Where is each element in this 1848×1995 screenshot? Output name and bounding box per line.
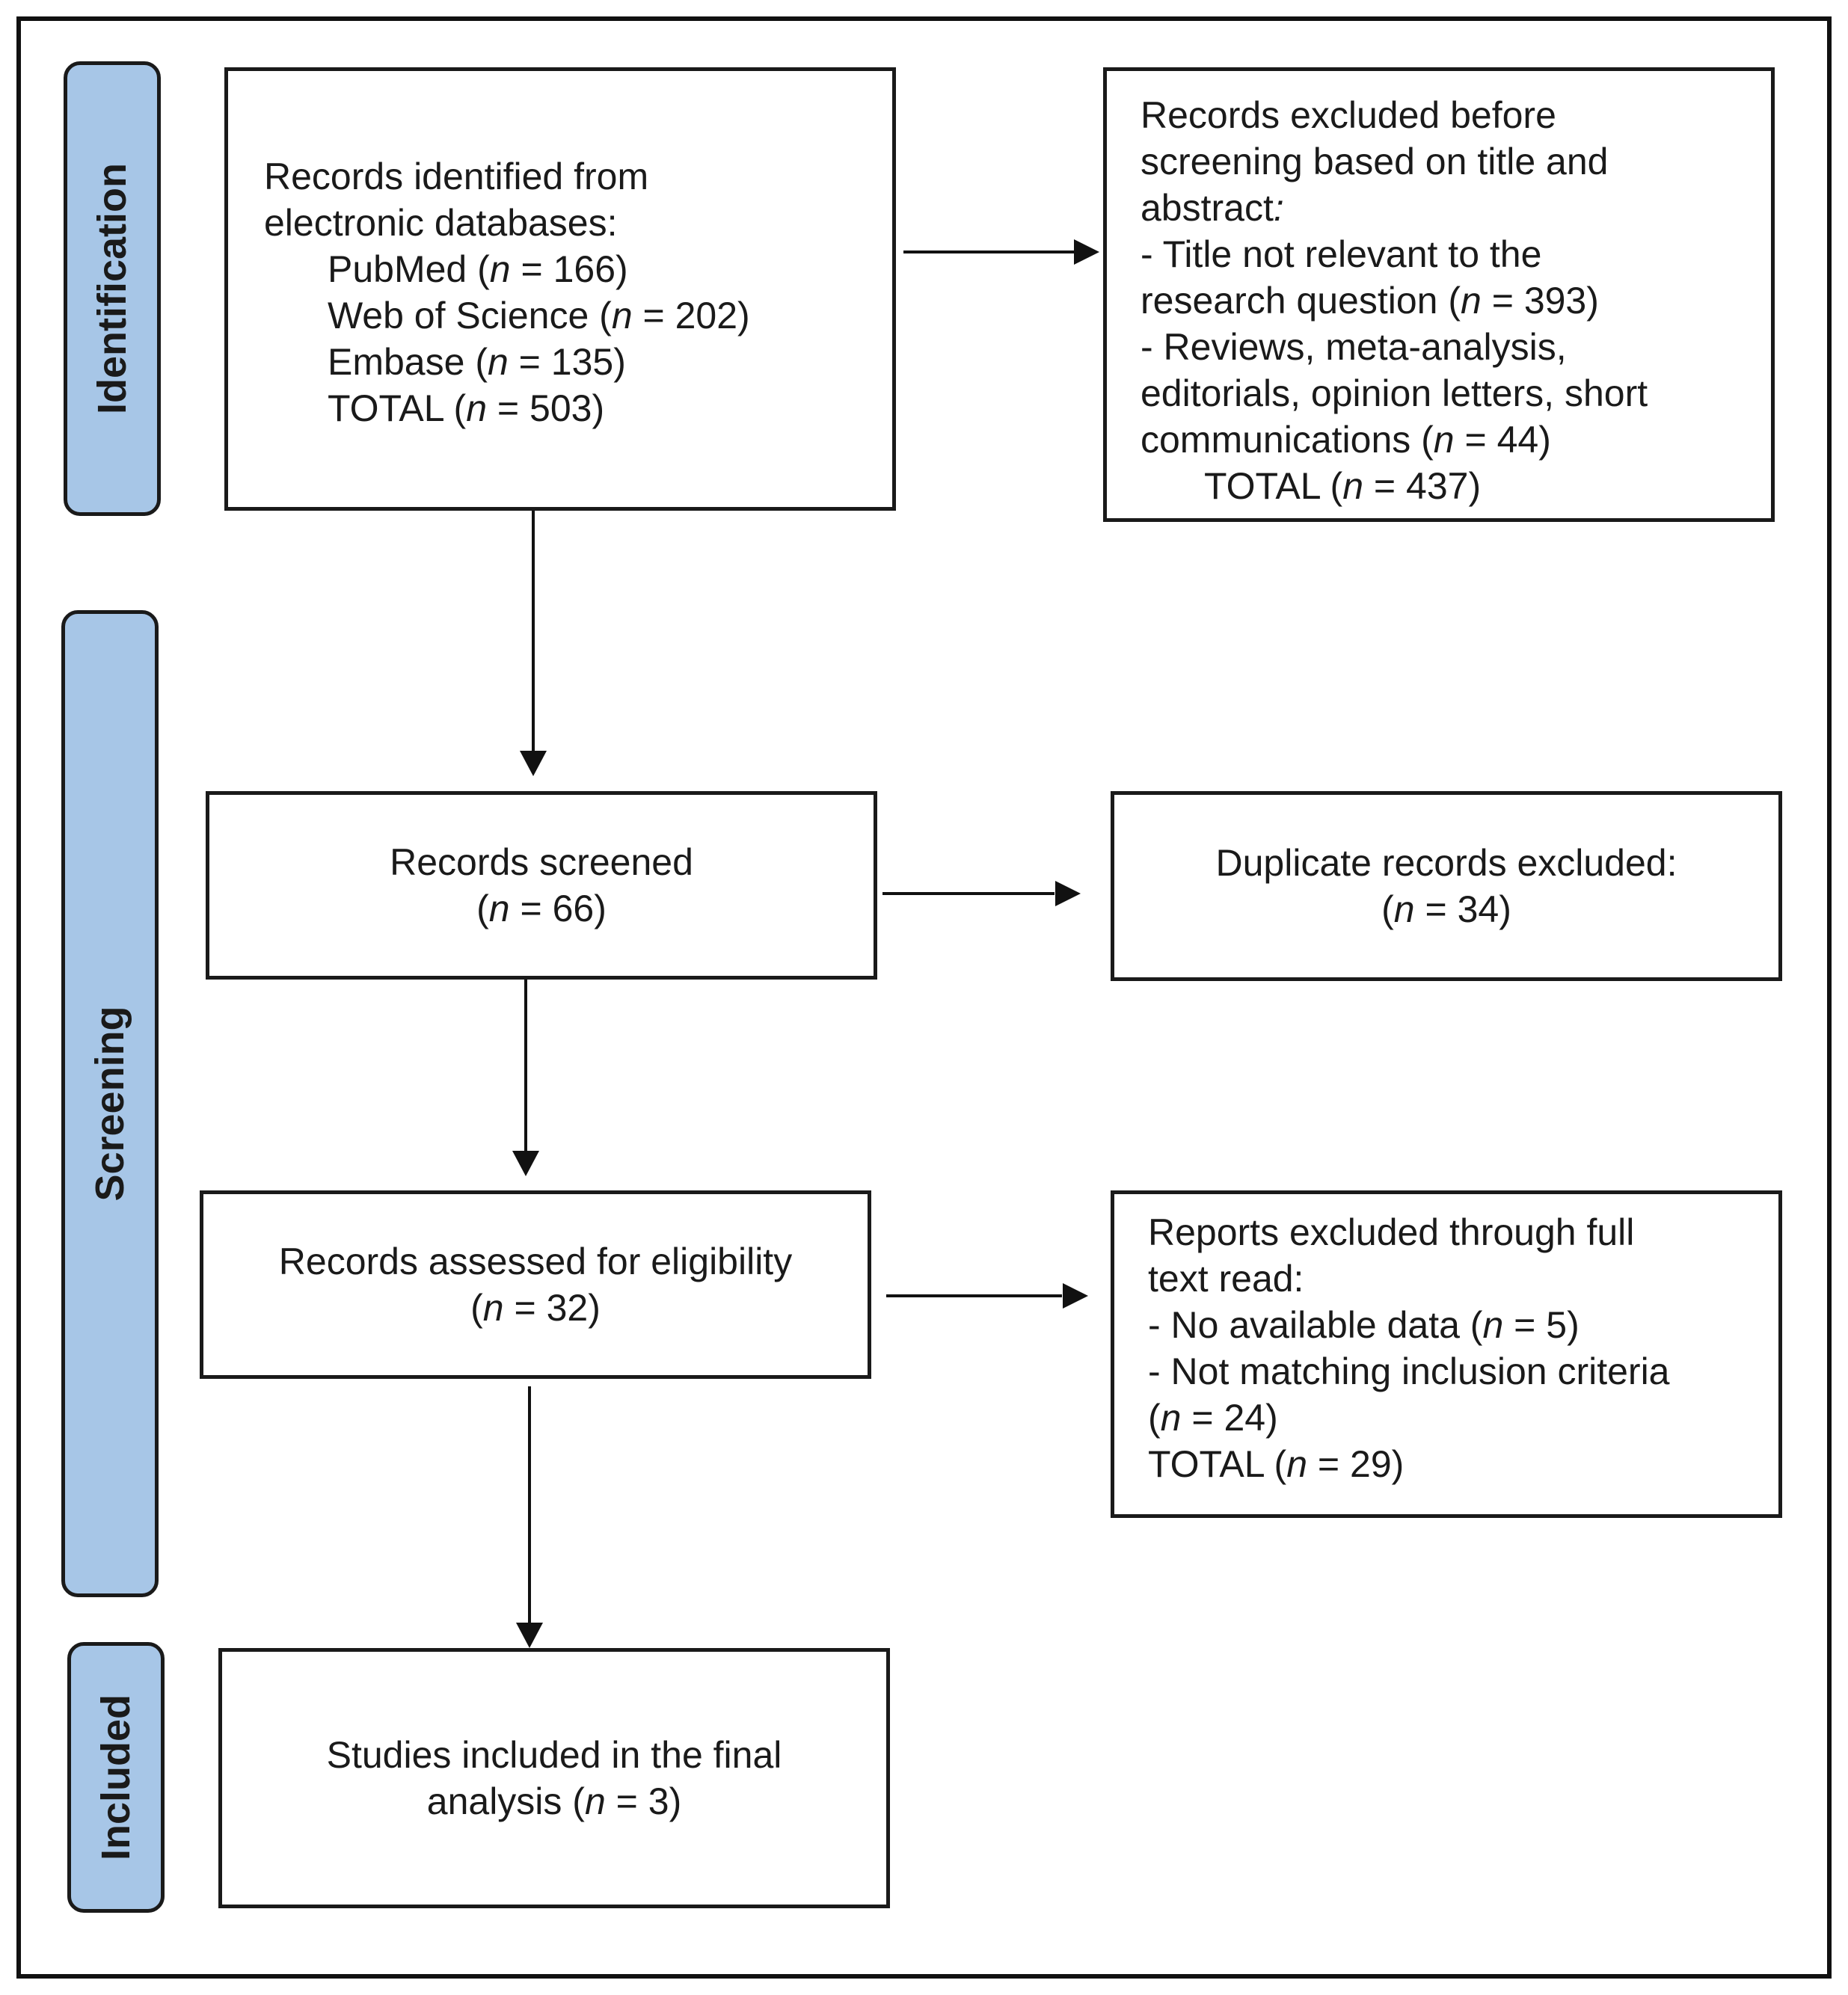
excluded-before-reason-2c: communications (n = 44) bbox=[1141, 419, 1551, 461]
excluded-before-reason-2a: - Reviews, meta-analysis, bbox=[1141, 326, 1567, 368]
excluded-before-line-1: Records excluded before bbox=[1141, 94, 1556, 136]
excluded-fulltext-box: Reports excluded through full text read:… bbox=[1111, 1190, 1782, 1518]
excluded-before-reason-1b: research question (n = 393) bbox=[1141, 280, 1599, 322]
arrowhead-2 bbox=[520, 751, 547, 776]
eligibility-label: Records assessed for eligibility bbox=[278, 1241, 793, 1282]
excluded-before-line-2: screening based on title and bbox=[1141, 141, 1609, 182]
identified-total: TOTAL (n = 503) bbox=[328, 387, 605, 429]
eligibility-count: (n = 32) bbox=[470, 1287, 601, 1329]
records-identified-box: Records identified from electronic datab… bbox=[224, 67, 896, 511]
eligibility-box: Records assessed for eligibility (n = 32… bbox=[200, 1190, 871, 1379]
excluded-before-screening-box: Records excluded before screening based … bbox=[1103, 67, 1775, 522]
included-line-2: analysis (n = 3) bbox=[426, 1780, 682, 1822]
identified-heading-1: Records identified from bbox=[264, 156, 649, 197]
arrowhead-1 bbox=[1074, 239, 1099, 265]
arrowhead-4 bbox=[512, 1151, 539, 1176]
arrowhead-6 bbox=[516, 1623, 543, 1648]
arrowhead-5 bbox=[1063, 1283, 1088, 1309]
duplicates-excluded-box: Duplicate records excluded: (n = 34) bbox=[1111, 791, 1782, 981]
stage-included: Included bbox=[67, 1642, 165, 1913]
excluded-before-line-3: abstract: bbox=[1141, 187, 1284, 229]
identified-heading-2: electronic databases: bbox=[264, 202, 618, 244]
fulltext-reason-2: - Not matching inclusion criteria bbox=[1148, 1350, 1670, 1392]
fulltext-total: TOTAL (n = 29) bbox=[1148, 1443, 1405, 1485]
fulltext-reason-2-count: (n = 24) bbox=[1148, 1397, 1278, 1439]
stage-screening: Screening bbox=[61, 610, 159, 1597]
arrowhead-3 bbox=[1055, 881, 1081, 906]
excluded-before-total: TOTAL (n = 437) bbox=[1204, 465, 1482, 507]
stage-identification: Identification bbox=[64, 61, 161, 516]
fulltext-line-1: Reports excluded through full bbox=[1148, 1211, 1635, 1253]
excluded-before-reason-1a: - Title not relevant to the bbox=[1141, 233, 1542, 275]
fulltext-reason-1: - No available data (n = 5) bbox=[1148, 1304, 1580, 1346]
screened-count: (n = 66) bbox=[476, 888, 607, 929]
screened-label: Records screened bbox=[390, 841, 693, 883]
included-line-1: Studies included in the final bbox=[326, 1734, 782, 1776]
identified-pubmed: PubMed (n = 166) bbox=[328, 248, 628, 290]
fulltext-line-2: text read: bbox=[1148, 1258, 1304, 1300]
diagram-frame bbox=[16, 16, 1832, 1979]
identified-embase: Embase (n = 135) bbox=[328, 341, 626, 383]
studies-included-box: Studies included in the final analysis (… bbox=[218, 1648, 890, 1908]
duplicates-count: (n = 34) bbox=[1381, 888, 1511, 930]
excluded-before-reason-2b: editorials, opinion letters, short bbox=[1141, 372, 1648, 414]
records-screened-box: Records screened (n = 66) bbox=[206, 791, 877, 980]
duplicates-label: Duplicate records excluded: bbox=[1215, 842, 1677, 884]
identified-wos: Web of Science (n = 202) bbox=[328, 295, 750, 336]
